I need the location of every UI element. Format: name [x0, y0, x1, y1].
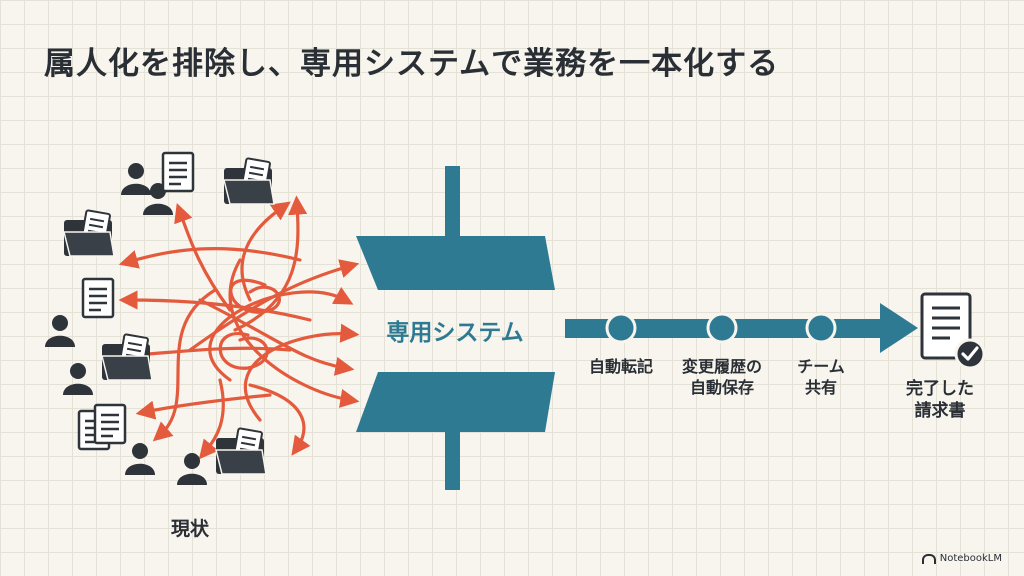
step-label-team-share: チーム共有 [797, 357, 845, 397]
tangle-arrow [243, 323, 360, 422]
step-label-history: 変更履歴の自動保存 [681, 357, 762, 397]
person-icon [177, 453, 207, 485]
notebook-logo-icon [921, 553, 936, 564]
document-icon [81, 277, 115, 319]
brand-logo: NotebookLM [921, 553, 1002, 564]
pipeline [565, 303, 918, 353]
tangle-loop [218, 332, 269, 370]
folder-icon [215, 427, 267, 475]
tangle-arrow [240, 201, 291, 302]
tangle-arrow [233, 195, 308, 332]
folder-icon [101, 333, 153, 381]
pipeline-arrowhead [880, 303, 918, 353]
system-funnel [356, 166, 555, 490]
funnel-bottom-plate [356, 372, 555, 432]
current-state-label: 現状 [170, 518, 209, 540]
person-icon [63, 363, 93, 395]
tangle-arrow [118, 247, 302, 269]
tangle-arrow [248, 383, 311, 456]
brand-name: NotebookLM [939, 553, 1002, 564]
folder-icon [63, 209, 115, 257]
system-label: 専用システム [386, 320, 524, 346]
funnel-post-top [445, 166, 460, 236]
step-node [805, 312, 837, 344]
tangle-arrow [208, 286, 354, 382]
step-label-auto-transfer: 自動転記 [588, 357, 653, 376]
funnel-top-plate [356, 236, 555, 290]
tangle-arrow [198, 298, 355, 376]
tangle-arrow [198, 378, 225, 460]
tangled-arrows [118, 195, 360, 460]
document-icon [161, 151, 195, 193]
tangle-arrow [118, 290, 312, 322]
folder-icon [223, 157, 275, 205]
step-node [706, 312, 738, 344]
funnel-post-bottom [445, 432, 460, 490]
tangle-loop [229, 278, 281, 314]
checked-invoice-icon [920, 292, 986, 370]
document-icon [93, 403, 127, 445]
tangle-arrow [174, 202, 232, 312]
person-icon [121, 163, 151, 195]
person-icon [125, 443, 155, 475]
tangle-arrow [135, 393, 272, 420]
result-label: 完了した請求書 [906, 379, 974, 421]
tangle-arrow [125, 344, 292, 364]
step-node [605, 312, 637, 344]
person-icon [45, 315, 75, 347]
tangle-arrow [152, 288, 217, 442]
page-title: 属人化を排除し、専用システムで業務を一本化する [44, 46, 780, 82]
